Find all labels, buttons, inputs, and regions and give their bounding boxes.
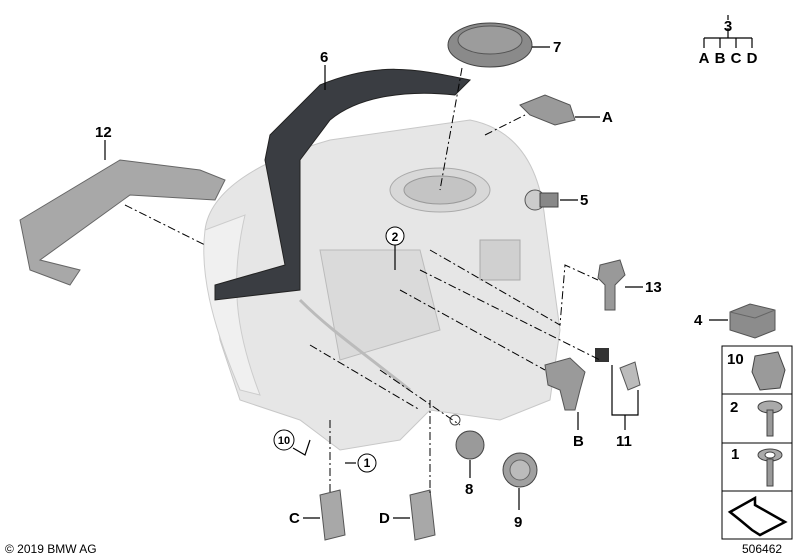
part-12-bracket — [19, 159, 226, 286]
callout-C[interactable]: C — [289, 510, 300, 527]
leader-lines — [104, 15, 753, 519]
callout-6[interactable]: 6 — [320, 49, 328, 66]
panel-label-2: 2 — [730, 399, 738, 416]
callout-7[interactable]: 7 — [553, 39, 561, 56]
panel-label-10: 10 — [727, 351, 744, 368]
callout-2[interactable]: 2 — [392, 230, 399, 244]
diagram-number: 506462 — [742, 542, 782, 556]
part-B-bracket — [544, 357, 586, 411]
arrow-icon[interactable] — [727, 495, 788, 537]
set-child: D — [747, 50, 758, 67]
set-child: B — [715, 50, 726, 67]
part-7-cover-cap — [447, 22, 533, 68]
panel-label-1: 1 — [731, 446, 739, 463]
part-11-bulbs — [595, 348, 641, 391]
part-6-bezel — [214, 68, 472, 301]
callout-A[interactable]: A — [602, 109, 613, 126]
clip-nut-image — [751, 351, 786, 391]
callout-10-circle — [273, 429, 295, 451]
callout-13[interactable]: 13 — [645, 279, 662, 296]
set-child: C — [731, 50, 742, 67]
callout-10[interactable]: 10 — [278, 435, 290, 447]
copyright: © 2019 BMW AG — [5, 542, 97, 556]
part-D-bracket — [409, 489, 436, 541]
set-child: A — [699, 50, 710, 67]
panel-item-1[interactable]: 1 — [731, 446, 783, 487]
assembly-lines — [124, 67, 601, 495]
part-C-bracket — [319, 489, 346, 541]
part-13-socket — [597, 259, 626, 311]
callout-12[interactable]: 12 — [95, 124, 112, 141]
side-panel: 10 2 1 — [721, 345, 793, 540]
part-A-bracket — [519, 94, 576, 126]
set-parent: 3 — [724, 18, 732, 35]
part-5-bulb — [524, 189, 559, 211]
callout-4[interactable]: 4 — [694, 312, 703, 329]
callout-B[interactable]: B — [573, 433, 584, 450]
callout-11[interactable]: 11 — [616, 433, 632, 450]
panel-item-2[interactable]: 2 — [730, 399, 783, 437]
part-8-socket — [449, 414, 485, 460]
callout-1[interactable]: 1 — [364, 456, 371, 470]
callout-5[interactable]: 5 — [580, 192, 588, 209]
callout-1-circle — [357, 453, 377, 473]
part-9-cap — [502, 452, 538, 488]
part-4-box — [729, 303, 776, 339]
set-legend: 3 A B C D — [699, 18, 758, 67]
callout-9[interactable]: 9 — [514, 514, 522, 531]
callout-2-circle — [385, 226, 405, 246]
callout-8[interactable]: 8 — [465, 481, 473, 498]
callout-D[interactable]: D — [379, 510, 390, 527]
panel-item-10[interactable]: 10 — [727, 351, 786, 391]
